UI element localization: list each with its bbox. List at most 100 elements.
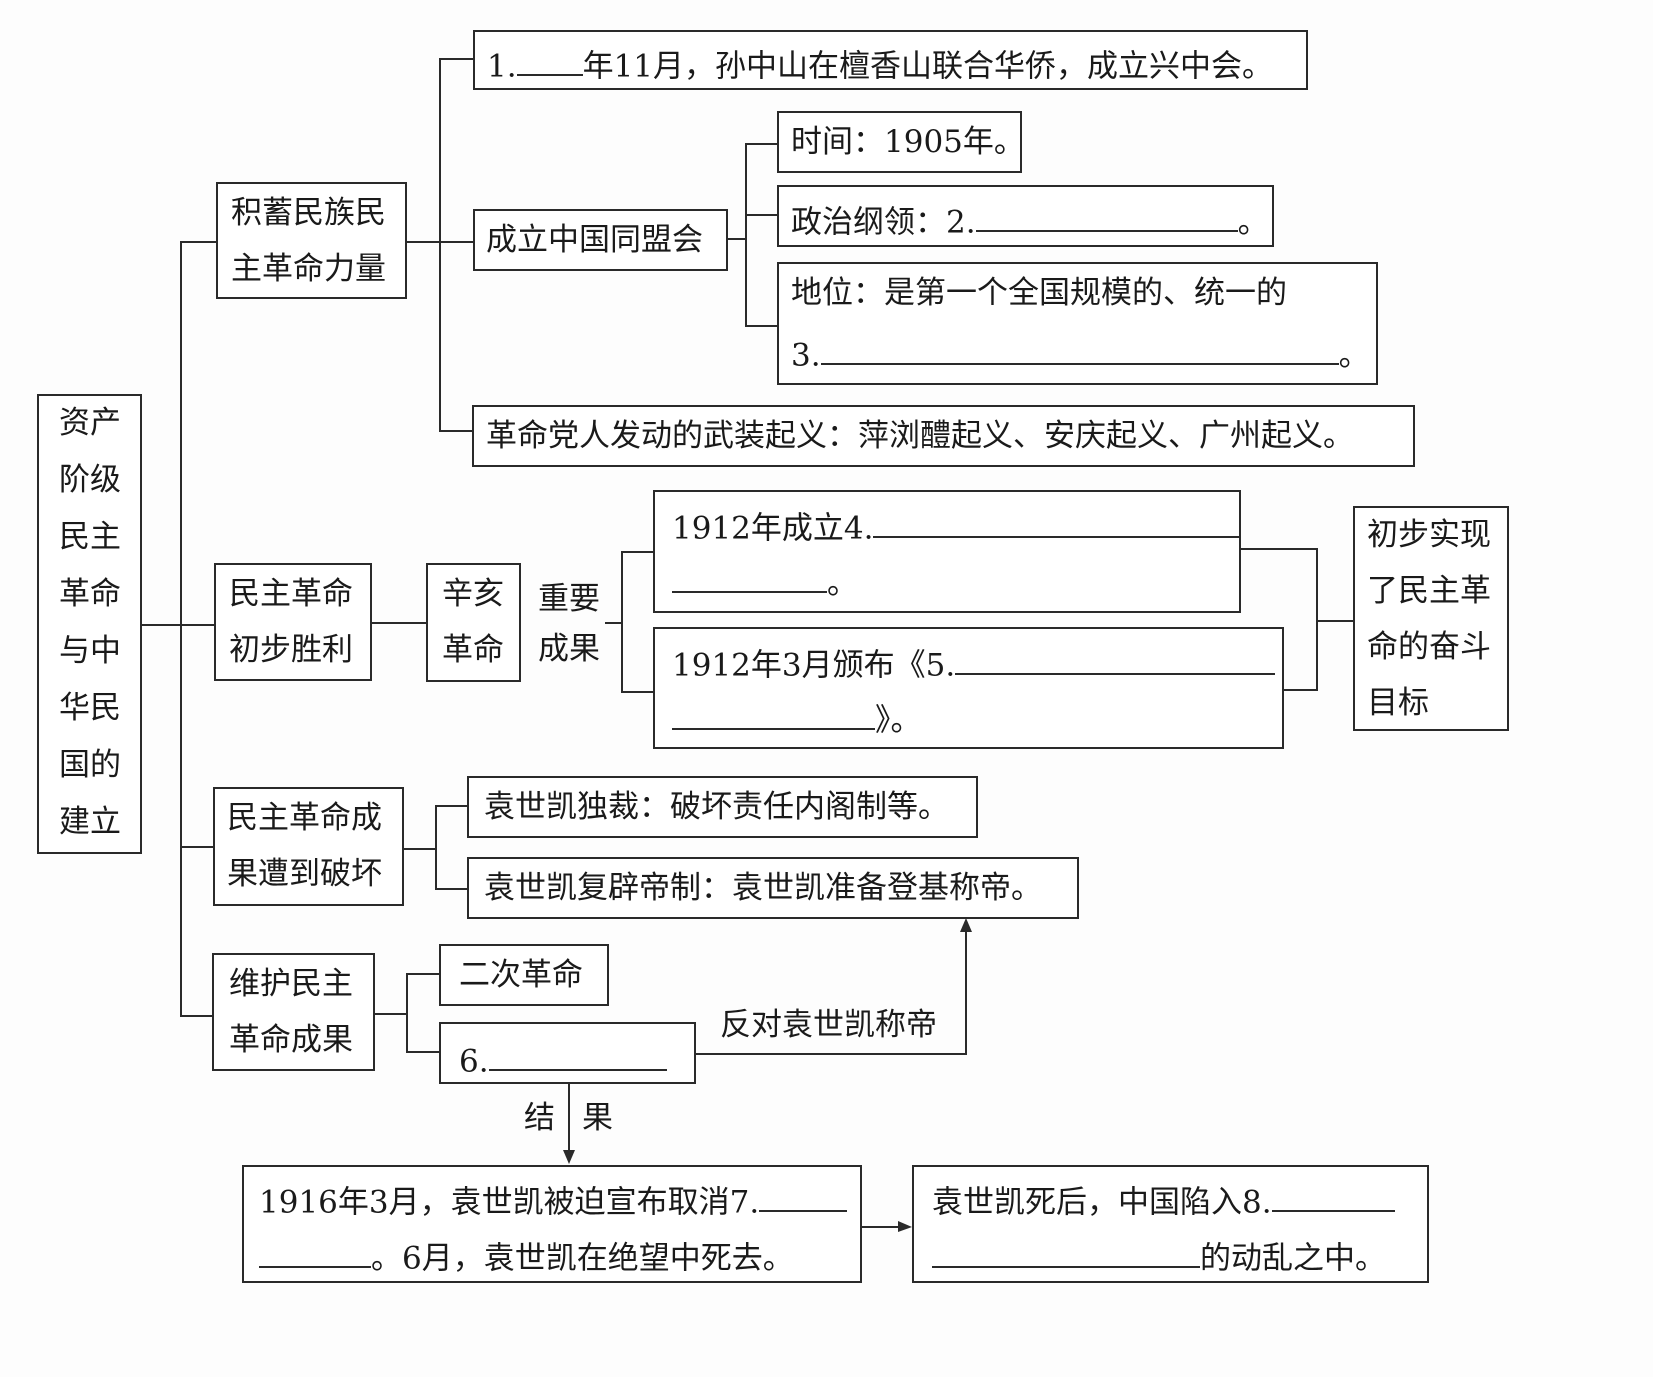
branch4-title-line: 革命成果 [229, 1022, 353, 1058]
branch1-title-line: 主革命力量 [231, 251, 386, 287]
root-line: 国的 [59, 747, 121, 783]
connector [406, 1051, 440, 1053]
connector [180, 1015, 213, 1017]
restoration-text: 袁世凯复辟帝制：袁世凯准备登基称帝。 [484, 870, 1042, 906]
blank-7b[interactable] [259, 1237, 371, 1269]
tongmenghui-box: 成立中国同盟会 [473, 209, 728, 271]
conclusion-line: 目标 [1367, 685, 1429, 721]
root-line: 华民 [59, 690, 121, 726]
branch1-title-line: 积蓄民族民 [231, 195, 386, 231]
oppose-label: 反对袁世凯称帝 [720, 1007, 937, 1043]
xingzhonghui-suffix: 年11月，孙中山在檀香山联合华侨，成立兴中会。 [582, 48, 1274, 85]
conclusion-line: 初步实现 [1367, 517, 1491, 553]
branch4-title-line: 维护民主 [229, 966, 353, 1002]
branch3-title-line: 民主革命成 [227, 800, 382, 836]
connector [745, 325, 778, 327]
outcome-line2: 。6月，袁世凯在绝望中死去。 [259, 1237, 794, 1274]
xinhai-line: 辛亥 [442, 576, 504, 612]
restoration-box: 袁世凯复辟帝制：袁世凯准备登基称帝。 [467, 857, 1079, 919]
blank-5b[interactable] [672, 699, 875, 731]
connector [435, 805, 468, 807]
connector [406, 973, 440, 975]
connector [861, 1226, 906, 1228]
aftermath-line1: 袁世凯死后，中国陷入8. [932, 1181, 1395, 1218]
root-line: 与中 [59, 633, 121, 669]
conclusion-line: 命的奋斗 [1367, 629, 1491, 665]
result2-line2: 》。 [672, 699, 922, 736]
connector [180, 624, 215, 626]
arrow-down-icon [563, 1150, 575, 1164]
connector [180, 241, 182, 1016]
connector [965, 930, 967, 1055]
blank-1[interactable] [516, 45, 583, 77]
connector [403, 848, 437, 850]
conclusion-line: 了民主革 [1367, 573, 1491, 609]
blank-7a[interactable] [759, 1181, 848, 1213]
blank-6[interactable] [488, 1040, 667, 1072]
branch3-title-line: 果遭到破坏 [227, 856, 382, 892]
connector [435, 805, 437, 890]
root-line: 阶级 [59, 462, 121, 498]
program-prefix: 政治纲领：2. [791, 204, 976, 241]
connector [439, 58, 474, 60]
connector [435, 888, 468, 890]
second-revolution-box: 二次革命 [439, 944, 609, 1006]
blank-4a[interactable] [873, 507, 1242, 539]
tongmenghui-status-box: 地位：是第一个全国规模的、统一的 3.。 [777, 262, 1378, 385]
outcome-suffix: 。6月，袁世凯在绝望中死去。 [371, 1240, 794, 1277]
connector [180, 846, 214, 848]
status-line2: 3.。 [791, 334, 1370, 371]
uprisings-box: 革命党人发动的武装起义：萍浏醴起义、安庆起义、广州起义。 [472, 405, 1415, 467]
connector [695, 1053, 967, 1055]
tongmenghui-label: 成立中国同盟会 [486, 222, 703, 258]
xingzhonghui-text: 1. 年11月，孙中山在檀香山联合华侨，成立兴中会。 [487, 45, 1273, 82]
connector [371, 622, 427, 624]
conclusion-box: 初步实现 了民主革 命的奋斗 目标 [1353, 506, 1509, 731]
xinhai-node: 辛亥 革命 [426, 563, 521, 682]
blank-number: 1. [487, 48, 517, 85]
root-node: 资产 阶级 民主 革命 与中 华民 国的 建立 [37, 394, 142, 854]
aftermath-box: 袁世凯死后，中国陷入8. 的动乱之中。 [912, 1165, 1429, 1283]
connector [406, 973, 408, 1053]
connector [1316, 548, 1318, 691]
xingzhonghui-box: 1. 年11月，孙中山在檀香山联合华侨，成立兴中会。 [473, 30, 1308, 90]
branch3-node: 民主革命成 果遭到破坏 [213, 787, 404, 906]
result2-box: 1912年3月颁布《5. 》。 [653, 627, 1284, 749]
root-line: 民主 [59, 519, 121, 555]
connector [1316, 620, 1354, 622]
tongmenghui-time: 时间：1905年。 [791, 124, 1025, 160]
connector [142, 624, 182, 626]
status-prefix: 3. [791, 337, 821, 374]
connector [1240, 548, 1318, 550]
blank-8b[interactable] [932, 1237, 1200, 1269]
dictatorship-box: 袁世凯独裁：破坏责任内阁制等。 [467, 776, 978, 838]
blank-2[interactable] [975, 201, 1238, 233]
connector [621, 551, 623, 693]
tongmenghui-program: 政治纲领：2.。 [791, 201, 1269, 238]
result1-line1: 1912年成立4. [672, 507, 1242, 544]
result-label-left: 结 [524, 1100, 555, 1136]
results-label-line: 成果 [538, 631, 600, 667]
result-label-right: 果 [582, 1100, 613, 1136]
branch1-node: 积蓄民族民 主革命力量 [216, 182, 407, 299]
blank-5a[interactable] [955, 644, 1276, 676]
connector [621, 691, 654, 693]
uprisings-text: 革命党人发动的武装起义：萍浏醴起义、安庆起义、广州起义。 [486, 418, 1354, 454]
blank-8a[interactable] [1271, 1181, 1395, 1213]
item6-prefix: 6. [459, 1043, 489, 1080]
results-label-line: 重要 [538, 581, 600, 617]
blank-3[interactable] [820, 334, 1339, 366]
tongmenghui-time-box: 时间：1905年。 [777, 111, 1025, 173]
second-revolution-text: 二次革命 [459, 957, 583, 993]
tongmenghui-program-box: 政治纲领：2.。 [777, 185, 1274, 247]
xinhai-line: 革命 [442, 632, 504, 668]
connector [439, 430, 473, 432]
aftermath-prefix: 袁世凯死后，中国陷入8. [932, 1184, 1272, 1221]
outcome-prefix: 1916年3月，袁世凯被迫宣布取消7. [259, 1184, 760, 1221]
dictatorship-text: 袁世凯独裁：破坏责任内阁制等。 [484, 789, 949, 825]
connector [745, 143, 778, 145]
blank-4b[interactable] [672, 562, 827, 594]
result1-line2: 。 [672, 562, 858, 599]
branch2-node: 民主革命 初步胜利 [214, 563, 372, 681]
root-line: 资产 [59, 405, 121, 441]
